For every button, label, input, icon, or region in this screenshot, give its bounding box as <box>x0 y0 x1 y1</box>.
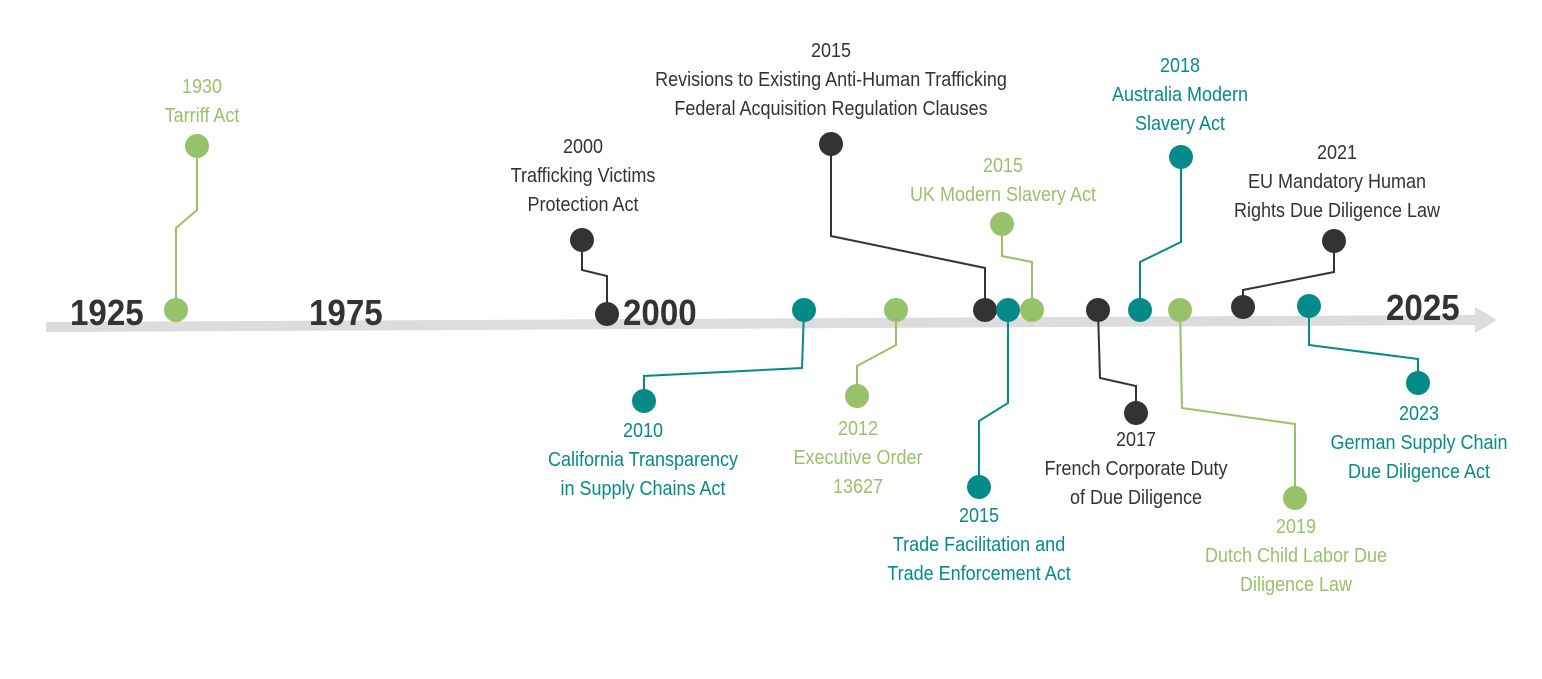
axis-year-1925: 1925 <box>70 292 144 333</box>
event-2015-4-axis-dot <box>973 298 997 322</box>
event-year: 2015 <box>982 155 1024 177</box>
event-1930-0-leader-line <box>175 146 198 310</box>
event-title-line: Revisions to Existing Anti-Human Traffic… <box>655 69 1007 91</box>
event-title-line: Tarriff Act <box>164 105 240 127</box>
event-2015-5-end-dot <box>967 475 991 499</box>
event-2017-7-axis-dot <box>1086 298 1110 322</box>
axis-year-1975: 1975 <box>309 292 383 333</box>
event-2018-8-leader-line <box>1139 157 1182 310</box>
event-2010-2-end-dot <box>632 389 656 413</box>
event-year: 2000 <box>562 136 604 158</box>
event-2021-10-leader-line <box>1242 241 1335 307</box>
event-2015-6-end-dot <box>990 212 1014 236</box>
event-year: 2010 <box>622 420 664 442</box>
event-title-line: in Supply Chains Act <box>560 478 726 500</box>
event-year: 2015 <box>958 505 1000 527</box>
event-2015-4-end-dot <box>819 132 843 156</box>
event-title-line: Trade Enforcement Act <box>887 563 1071 585</box>
event-title-line: of Due Diligence <box>1069 487 1203 509</box>
event-title-line: Diligence Law <box>1239 574 1353 596</box>
axis-year-2025: 2025 <box>1386 287 1460 328</box>
event-title-line: 13627 <box>832 476 884 498</box>
event-title-line: Dutch Child Labor Due <box>1204 545 1388 567</box>
event-2019-9-axis-dot <box>1168 298 1192 322</box>
event-title-line: Trafficking Victims <box>510 165 656 187</box>
event-title-line: Protection Act <box>527 194 639 216</box>
event-title-line: UK Modern Slavery Act <box>909 184 1097 206</box>
event-year: 2017 <box>1115 429 1157 451</box>
event-year: 2012 <box>837 418 879 440</box>
axis-year-2000: 2000 <box>623 292 697 333</box>
event-title-line: EU Mandatory Human <box>1247 171 1427 193</box>
event-year: 1930 <box>181 76 223 98</box>
event-title-line: Slavery Act <box>1134 113 1226 135</box>
event-2023-11-axis-dot <box>1297 294 1321 318</box>
event-2012-3-end-dot <box>845 384 869 408</box>
event-2015-5-leader-line <box>978 310 1009 487</box>
event-2000-1-axis-dot <box>595 302 619 326</box>
event-2015-5-axis-dot <box>996 298 1020 322</box>
event-2000-1-leader-line <box>581 240 608 314</box>
event-title-line: Due Diligence Act <box>1347 461 1491 483</box>
event-2000-1-end-dot <box>570 228 594 252</box>
event-2015-6-label: 2015 UK Modern Slavery Act <box>910 152 1096 210</box>
event-2015-4-leader-line <box>830 144 986 310</box>
event-2019-9-end-dot <box>1283 486 1307 510</box>
timeline-axis-arrow <box>46 307 1497 333</box>
event-2018-8-end-dot <box>1169 145 1193 169</box>
event-year: 2023 <box>1398 403 1440 425</box>
event-2021-10-axis-dot <box>1231 295 1255 319</box>
event-title-line: French Corporate Duty <box>1044 458 1228 480</box>
event-2012-3-axis-dot <box>884 298 908 322</box>
event-title-line: Rights Due Diligence Law <box>1233 200 1441 222</box>
event-2017-7-end-dot <box>1124 401 1148 425</box>
event-2023-11-end-dot <box>1406 371 1430 395</box>
event-1930-0-end-dot <box>185 134 209 158</box>
event-year: 2019 <box>1275 516 1317 538</box>
event-2019-9-leader-line <box>1179 309 1296 498</box>
event-title-line: German Supply Chain <box>1330 432 1508 454</box>
event-2018-8-axis-dot <box>1128 298 1152 322</box>
event-2015-6-leader-line <box>1001 224 1033 310</box>
event-year: 2015 <box>810 40 852 62</box>
event-2017-7-leader-line <box>1097 309 1137 413</box>
event-title-line: Executive Order <box>793 447 923 469</box>
event-2021-10-end-dot <box>1322 229 1346 253</box>
event-title-line: Trade Facilitation and <box>892 534 1066 556</box>
event-title-line: Australia Modern <box>1111 84 1249 106</box>
event-1930-0-axis-dot <box>164 298 188 322</box>
event-2015-6-axis-dot <box>1020 298 1044 322</box>
event-2010-2-leader-line <box>643 309 805 401</box>
event-title-line: California Transparency <box>547 449 739 471</box>
event-year: 2021 <box>1316 142 1358 164</box>
event-title-line: Federal Acquisition Regulation Clauses <box>674 98 988 120</box>
event-year: 2018 <box>1159 55 1201 77</box>
event-2012-3-leader-line <box>856 310 897 396</box>
event-2010-2-axis-dot <box>792 298 816 322</box>
